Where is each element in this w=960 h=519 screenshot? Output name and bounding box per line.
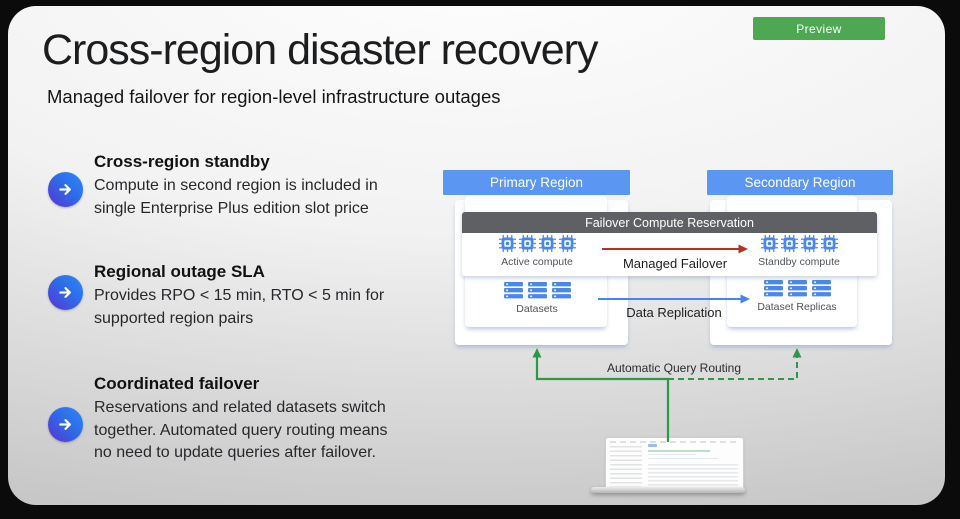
slide: Preview Cross-region disaster recovery M… <box>8 6 945 505</box>
bullet-item: Coordinated failover Reservations and re… <box>94 374 418 465</box>
dataset-icon <box>503 282 523 299</box>
dataset-icon <box>811 280 831 297</box>
compute-chip-icon <box>780 235 798 252</box>
right-arrow-icon <box>59 287 71 298</box>
preview-badge: Preview <box>753 17 885 40</box>
dataset-icon-row <box>763 280 831 297</box>
dataset-icon-row <box>503 282 571 299</box>
compute-chip-icon <box>820 235 838 252</box>
bullet-body: Reservations and related datasets switch… <box>94 399 388 461</box>
slide-subtitle: Managed failover for region-level infras… <box>47 86 501 107</box>
bullet-body: Provides RPO < 15 min, RTO < 5 min for s… <box>94 287 385 327</box>
primary-region-header: Primary Region <box>443 170 630 195</box>
arrow-circle-icon <box>48 172 83 207</box>
compute-chip-icon <box>800 235 818 252</box>
compute-chip-row <box>760 235 838 252</box>
laptop-ui-table <box>648 464 738 487</box>
datasets-label: Datasets <box>516 303 558 315</box>
laptop-ui-line <box>648 458 718 460</box>
bullet-body: Compute in second region is included in … <box>94 177 378 217</box>
query-routing-label: Automatic Query Routing <box>606 361 742 375</box>
compute-chip-icon <box>498 235 516 252</box>
arrow-circle-icon <box>48 407 83 442</box>
secondary-region-header: Secondary Region <box>707 170 893 195</box>
bullet-item: Cross-region standby Compute in second r… <box>94 152 424 220</box>
laptop-ui-sidebar <box>610 446 642 487</box>
compute-chip-row <box>498 235 576 252</box>
dataset-icon <box>551 282 571 299</box>
dataset-icon <box>527 282 547 299</box>
laptop-ui-code-line <box>648 450 710 452</box>
right-arrow-icon <box>59 184 71 195</box>
laptop-ui-blue-button <box>648 444 657 447</box>
active-compute-label: Active compute <box>501 256 573 268</box>
bullet-heading: Regional outage SLA <box>94 262 265 281</box>
dataset-icon <box>763 280 783 297</box>
dataset-replicas-group: Dataset Replicas <box>739 280 855 313</box>
compute-chip-icon <box>518 235 536 252</box>
slide-title: Cross-region disaster recovery <box>42 26 598 74</box>
standby-compute-group: Standby compute <box>741 235 857 268</box>
bullet-heading: Coordinated failover <box>94 374 260 393</box>
managed-failover-label: Managed Failover <box>622 256 728 271</box>
arrow-circle-icon <box>48 275 83 310</box>
failover-band-header: Failover Compute Reservation <box>462 212 877 233</box>
compute-chip-icon <box>760 235 778 252</box>
compute-chip-icon <box>538 235 556 252</box>
standby-compute-label: Standby compute <box>758 256 840 268</box>
laptop-screen <box>605 437 744 491</box>
compute-chip-icon <box>558 235 576 252</box>
right-arrow-icon <box>59 419 71 430</box>
laptop-ui-toolbar <box>610 441 739 443</box>
bullet-item: Regional outage SLA Provides RPO < 15 mi… <box>94 262 424 330</box>
bullet-heading: Cross-region standby <box>94 152 270 171</box>
data-replication-label: Data Replication <box>626 305 722 320</box>
datasets-group: Datasets <box>479 282 595 315</box>
laptop-base <box>591 487 745 493</box>
laptop-ui-line <box>648 454 696 456</box>
dataset-icon <box>787 280 807 297</box>
active-compute-group: Active compute <box>479 235 595 268</box>
dataset-replicas-label: Dataset Replicas <box>757 301 837 313</box>
